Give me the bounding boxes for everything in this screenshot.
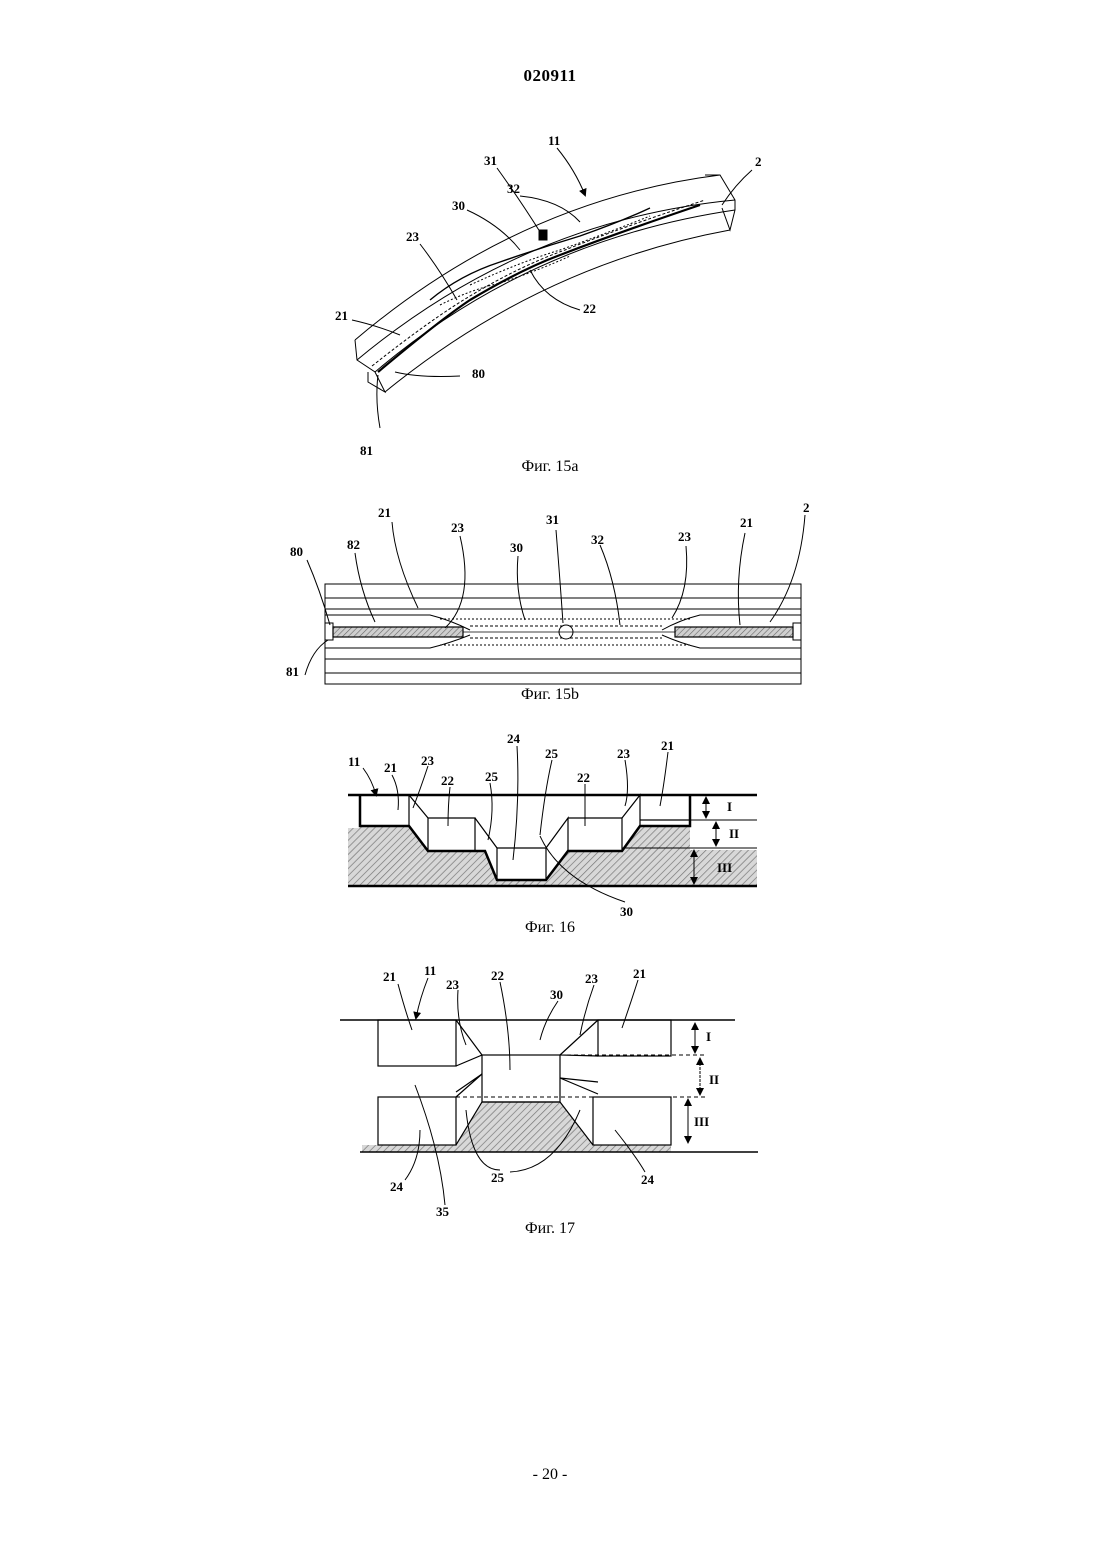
fig17-label-11: 11 [424,963,436,978]
fig17-label-21-right: 21 [633,966,646,981]
fig15a-label-21: 21 [335,308,348,323]
fig15b-label-80: 80 [290,544,303,559]
fig16-label-21-right: 21 [661,738,674,753]
fig15a-label-81: 81 [360,443,373,458]
fig15a-label-2: 2 [755,154,762,169]
fig17-level-I: I [706,1029,711,1044]
fig16-label-22-left: 22 [441,773,454,788]
fig17-label-25: 25 [491,1170,505,1185]
fig15b-label-30: 30 [510,540,523,555]
fig16-label-23-right: 23 [617,746,631,761]
fig15a-caption: Фиг. 15a [0,458,1100,476]
fig16-label-24: 24 [507,731,521,746]
fig17-label-23-right: 23 [585,971,599,986]
fig15b-label-81: 81 [286,664,299,679]
fig16-level-III: III [717,860,732,875]
fig15b-label-21-left: 21 [378,505,391,520]
fig15b-label-82: 82 [347,537,360,552]
fig16-caption: Фиг. 16 [0,919,1100,937]
fig15a-label-22: 22 [583,301,596,316]
fig15b-label-32: 32 [591,532,604,547]
fig17-label-23-left: 23 [446,977,460,992]
fig15b-label-23-left: 23 [451,520,465,535]
fig15b-caption: Фиг. 15b [0,686,1100,704]
fig17-label-21-left: 21 [383,969,396,984]
fig15a-label-80: 80 [472,366,485,381]
figure-17-drawing: 21 11 23 22 30 23 21 24 25 24 35 I II II… [0,958,1100,1223]
document-number: 020911 [0,66,1100,86]
fig16-level-II: II [729,826,739,841]
fig15a-label-23: 23 [406,229,420,244]
page-number: - 20 - [0,1466,1100,1484]
fig16-label-22-right: 22 [577,770,590,785]
fig17-label-24-right: 24 [641,1172,655,1187]
fig16-label-25-left: 25 [485,769,499,784]
fig16-label-11: 11 [348,754,360,769]
fig15a-label-30: 30 [452,198,465,213]
fig15b-label-31: 31 [546,512,559,527]
fig17-level-II: II [709,1072,719,1087]
figure-15b-drawing: 21 80 82 23 31 30 32 23 21 2 81 [0,495,1100,690]
fig17-label-30: 30 [550,987,563,1002]
fig17-label-24-left: 24 [390,1179,404,1194]
fig17-level-III: III [694,1114,709,1129]
fig16-label-30: 30 [620,904,633,919]
fig15a-label-32: 32 [507,181,520,196]
fig16-label-23-left: 23 [421,753,435,768]
fig16-label-21-left: 21 [384,760,397,775]
fig16-level-I: I [727,799,732,814]
fig17-label-22: 22 [491,968,504,983]
fig15a-label-31: 31 [484,153,497,168]
fig16-label-25-right: 25 [545,746,559,761]
fig15b-label-21-right: 21 [740,515,753,530]
fig15b-label-23-right: 23 [678,529,692,544]
figure-15a-drawing: 11 2 31 32 30 23 22 21 80 81 [0,120,1100,460]
figure-16-drawing: 11 21 23 22 24 25 25 22 23 21 30 I II II… [0,730,1100,920]
fig17-caption: Фиг. 17 [0,1220,1100,1238]
fig17-label-35: 35 [436,1204,450,1219]
fig15a-label-11: 11 [548,133,560,148]
fig15b-label-2: 2 [803,500,810,515]
